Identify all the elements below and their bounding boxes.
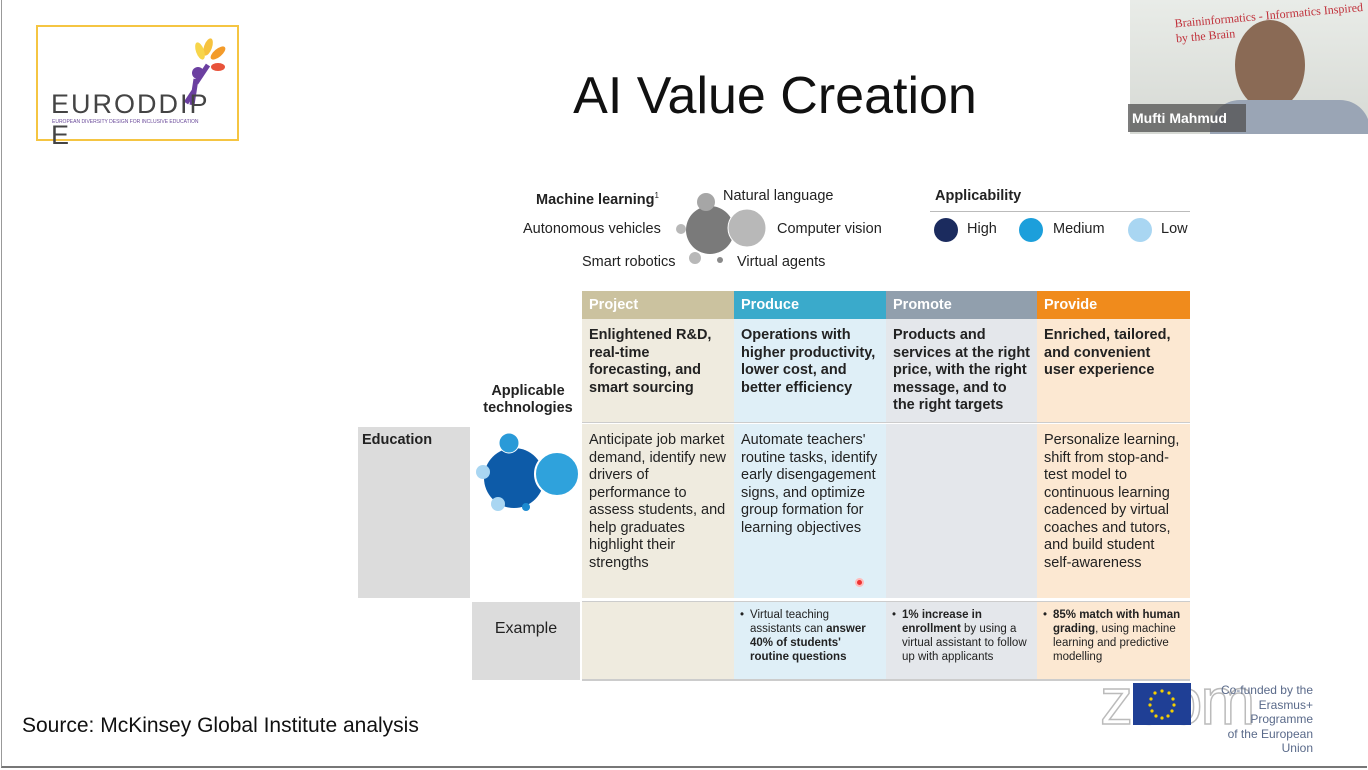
low-dot-icon [1128,218,1152,242]
technology-bubble-legend [676,193,767,264]
cell-produce: Automate teachers' routine tasks, identi… [734,424,886,598]
cell-project: Anticipate job market demand, identify n… [582,424,734,598]
example-text: Virtual teaching assistants can [750,609,830,635]
eu-funding-note: Co-funded by the Erasmus+ Programme of t… [1195,683,1313,756]
slide-title: AI Value Creation [573,67,977,125]
footnote-mark: 1 [654,191,659,200]
legend-natural-language: Natural language [723,188,834,204]
legend-high: High [967,221,997,237]
bubble-natural-language [697,193,715,211]
header-provide: Provide [1037,291,1190,319]
bubble-autonomous-vehicles-low [476,465,490,479]
example-text: by using a virtual assistant to follow u… [902,623,1027,663]
logo-wordmark: EURODDIP E [51,89,210,150]
example-highlight: 85% match with human grading [1053,609,1181,635]
cell-provide: Personalize learning, shift from stop-an… [1037,424,1190,598]
bubble-virtual-agents [717,257,723,263]
applicability-title: Applicability [935,188,1022,204]
bubble-computer-vision [727,208,767,248]
legend-medium: Medium [1053,221,1105,237]
legend-computer-vision: Computer vision [777,221,882,237]
eurodddipe-logo: EURODDIP E EUROPEAN DIVERSITY DESIGN FOR… [36,25,239,150]
legend-smart-robotics: Smart robotics [582,254,676,270]
education-row-label: Education [358,427,470,598]
legend-center-label: Machine learning1 [536,191,659,208]
legend-low: Low [1161,221,1188,237]
bubble-virtual-agents [522,503,530,511]
bubble-autonomous-vehicles [676,224,686,234]
bubble-machine-learning-high [484,448,544,508]
bubble-smart-robotics-low [491,497,505,511]
flower-figure-icon [183,38,226,106]
example-highlight: 1% increase in enrollment [902,609,982,635]
legend-virtual-agents: Virtual agents [737,254,826,270]
laser-pointer [855,578,864,587]
education-technology-bubbles [476,432,580,511]
eu-flag-icon [1133,683,1191,725]
participant-name: Mufti Mahmud [1128,104,1246,132]
example-highlight: answer 40% of students' routine question… [750,623,866,663]
example-provide: •85% match with human grading, using mac… [1037,601,1190,681]
example-promote: •1% increase in enrollment by using a vi… [886,601,1037,681]
bubble-smart-robotics [689,252,701,264]
example-label: Example [494,620,558,637]
participant-face [1235,20,1305,110]
desc-promote: Products and services at the right price… [886,319,1037,423]
header-project: Project [582,291,734,319]
logo-tagline: EUROPEAN DIVERSITY DESIGN FOR INCLUSIVE … [52,119,199,125]
desc-produce: Operations with higher productivity, low… [734,319,886,423]
applicable-technologies-label: Applicable technologies [483,383,573,416]
legend-autonomous-vehicles: Autonomous vehicles [523,221,661,237]
desc-provide: Enriched, tailored, and convenient user … [1037,319,1190,423]
medium-dot-icon [1019,218,1043,242]
header-promote: Promote [886,291,1037,319]
divider [930,211,1190,212]
source-note: Source: McKinsey Global Institute analys… [22,714,419,737]
bubble-machine-learning [686,206,734,254]
bubble-natural-language-medium [498,432,520,454]
example-project [582,601,734,681]
bubble-computer-vision-medium [534,451,580,497]
eu-line-2: Erasmus+ Programme [1250,697,1313,727]
desc-project: Enlightened R&D, real-time forecasting, … [582,319,734,423]
example-text: , using machine learning and predictive … [1053,623,1176,663]
education-label: Education [362,432,433,448]
header-produce: Produce [734,291,886,319]
example-produce: •Virtual teaching assistants can answer … [734,601,886,681]
eu-line-3: of the European Union [1227,726,1313,756]
legend-center-text: Machine learning [536,191,655,208]
eu-line-1: Co-funded by the [1220,683,1313,697]
cell-promote [886,424,1037,598]
high-dot-icon [934,218,958,242]
example-row-label: Example [472,602,580,680]
